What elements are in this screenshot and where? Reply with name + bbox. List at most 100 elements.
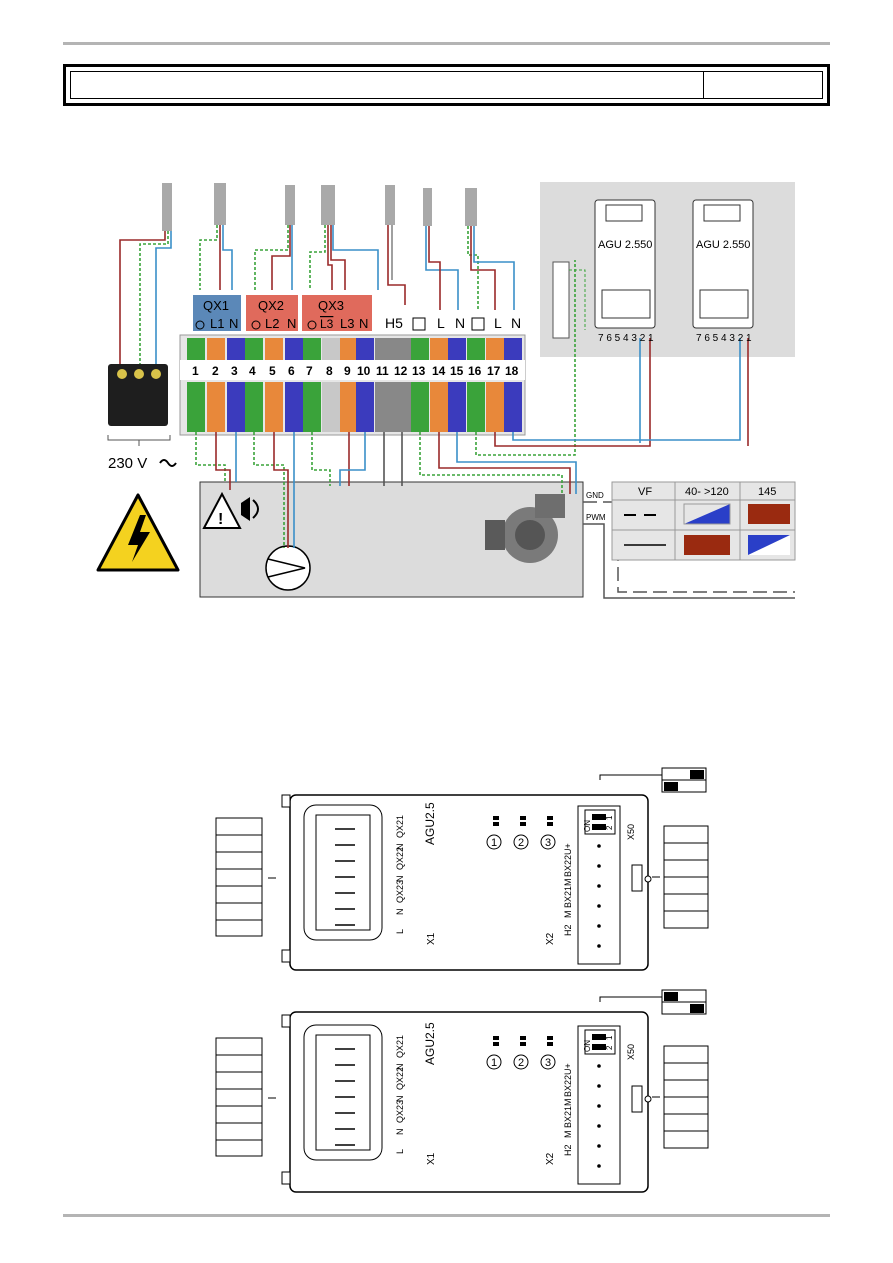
board-1-x1-labels: QX21 N QX22 N QX23 N L: [395, 815, 405, 934]
svg-text:BX22: BX22: [563, 855, 573, 877]
n3-label: N: [359, 316, 368, 331]
svg-text:16: 16: [468, 364, 482, 378]
n1-label: N: [229, 316, 238, 331]
svg-text:H2: H2: [563, 924, 573, 936]
module-2: AGU 2.550 7 6 5 4 3 2 1: [692, 199, 754, 344]
module-1: AGU 2.550 7 6 5 4 3 2 1: [594, 199, 656, 344]
svg-text:3: 3: [231, 364, 238, 378]
terminal-number-strip: [180, 360, 525, 380]
plug-screws: [117, 369, 161, 379]
board-2-x2-labels: U+ BX22 M BX21 M H2: [563, 1063, 573, 1156]
mains-plug: [108, 364, 168, 426]
terminal-numbers: 1 2 3 4 5 6 7 8 9 10 11 12 13 14 15 16 1…: [192, 364, 519, 378]
board-2-right-table: [652, 1045, 709, 1149]
board-2-x1-labels: QX21 N QX22 N QX23 N L: [395, 1035, 405, 1154]
pwm-legend: VF 40- >120 145: [611, 481, 796, 561]
board-2-dip2: 2: [605, 1045, 614, 1050]
gnd-label: GND: [586, 491, 604, 500]
svg-text:9: 9: [344, 364, 351, 378]
svg-text:BX22: BX22: [563, 1075, 573, 1097]
svg-text:BX21: BX21: [563, 886, 573, 908]
svg-text:M: M: [563, 1131, 573, 1139]
wires: [119, 225, 515, 372]
svg-text:12: 12: [394, 364, 408, 378]
legend-low: 40- >120: [685, 486, 729, 498]
l3-label: L3: [340, 316, 354, 331]
svg-text:18: 18: [505, 364, 519, 378]
svg-text:2: 2: [518, 1057, 524, 1069]
svg-text:QX21: QX21: [395, 815, 405, 838]
legend-vf: VF: [638, 486, 652, 498]
svg-text:1: 1: [491, 837, 497, 849]
qx1-box: [193, 295, 241, 331]
svg-text:8: 8: [326, 364, 333, 378]
module-2-label: AGU 2.550: [696, 239, 750, 251]
terminal-colors: [187, 338, 522, 360]
svg-text:15: 15: [450, 364, 464, 378]
module-panel: [540, 182, 795, 357]
board-2-x1-pins: [335, 1048, 355, 1146]
board-2-x1: X1: [426, 1152, 437, 1165]
svg-text:N: N: [395, 1129, 405, 1136]
svg-text:!: !: [218, 511, 223, 528]
board-1: QX21 N QX22 N QX23 N L AGU2.5 X1 X2 1 2 …: [215, 767, 709, 971]
board-2-x2: X2: [545, 1152, 556, 1165]
svg-text:N: N: [395, 1096, 405, 1103]
pwm-label: PWM: [586, 513, 606, 522]
module-1-label: AGU 2.550: [598, 239, 652, 251]
earth-bar: [552, 261, 570, 339]
board-1-switch-state: [599, 767, 707, 793]
svg-text:N: N: [395, 909, 405, 916]
board-2: QX21 N QX22 N QX23 N L AGU2.5 X1 X2 1 2 …: [215, 989, 709, 1193]
svg-text:2: 2: [212, 364, 219, 378]
svg-text:H2: H2: [563, 1144, 573, 1156]
board-2-on: ON: [583, 1040, 592, 1052]
svg-text:QX23: QX23: [395, 880, 405, 903]
legend-high: 145: [758, 486, 776, 498]
title-divider: [703, 72, 704, 98]
board-1-x2-labels: U+ BX22 M BX21 M H2: [563, 843, 573, 936]
svg-text:QX22: QX22: [395, 847, 405, 870]
board-1-x2-pins: [597, 844, 601, 948]
board-2-switch-state: [599, 989, 707, 1015]
qx2-label: QX2: [258, 298, 284, 313]
board-2-selector-icons: 1 2 3: [486, 1036, 556, 1070]
ac-symbol: [159, 459, 177, 467]
board-1-x1-pins: [335, 828, 355, 926]
qx3-box: [302, 295, 372, 331]
svg-text:3: 3: [545, 837, 551, 849]
n-label-a: N: [455, 315, 465, 331]
svg-text:10: 10: [357, 364, 371, 378]
l3b-label: L3: [320, 317, 334, 331]
board-2-dip1: 1: [605, 1035, 614, 1040]
earth-icon: [195, 317, 485, 331]
qx2-box: [246, 295, 298, 331]
plug-bracket: [107, 435, 171, 446]
qx3-label: QX3: [318, 298, 344, 313]
board-2-left-table: [215, 1037, 276, 1157]
board-2-name: AGU2.5: [423, 1022, 437, 1065]
board-1-x2: X2: [545, 932, 556, 945]
board-1-x50: X50: [626, 824, 636, 840]
svg-text:7: 7: [306, 364, 313, 378]
qx1-label: QX1: [203, 298, 229, 313]
title-inner-frame: [70, 71, 823, 99]
top-rule: [63, 42, 830, 45]
svg-text:BX21: BX21: [563, 1106, 573, 1128]
svg-text:1: 1: [192, 364, 199, 378]
svg-text:5: 5: [269, 364, 276, 378]
svg-text:QX21: QX21: [395, 1035, 405, 1058]
n-label-b: N: [511, 315, 521, 331]
l-label-b: L: [494, 315, 502, 331]
svg-text:13: 13: [412, 364, 426, 378]
svg-text:11: 11: [376, 364, 389, 378]
svg-text:U+: U+: [563, 1063, 573, 1075]
board-1-on: ON: [583, 820, 592, 832]
board-2-x50: X50: [626, 1044, 636, 1060]
svg-text:2: 2: [518, 837, 524, 849]
svg-text:QX22: QX22: [395, 1067, 405, 1090]
l-label-a: L: [437, 315, 445, 331]
svg-text:14: 14: [432, 364, 446, 378]
svg-text:L: L: [395, 1149, 405, 1154]
cable-stubs: [162, 183, 477, 231]
